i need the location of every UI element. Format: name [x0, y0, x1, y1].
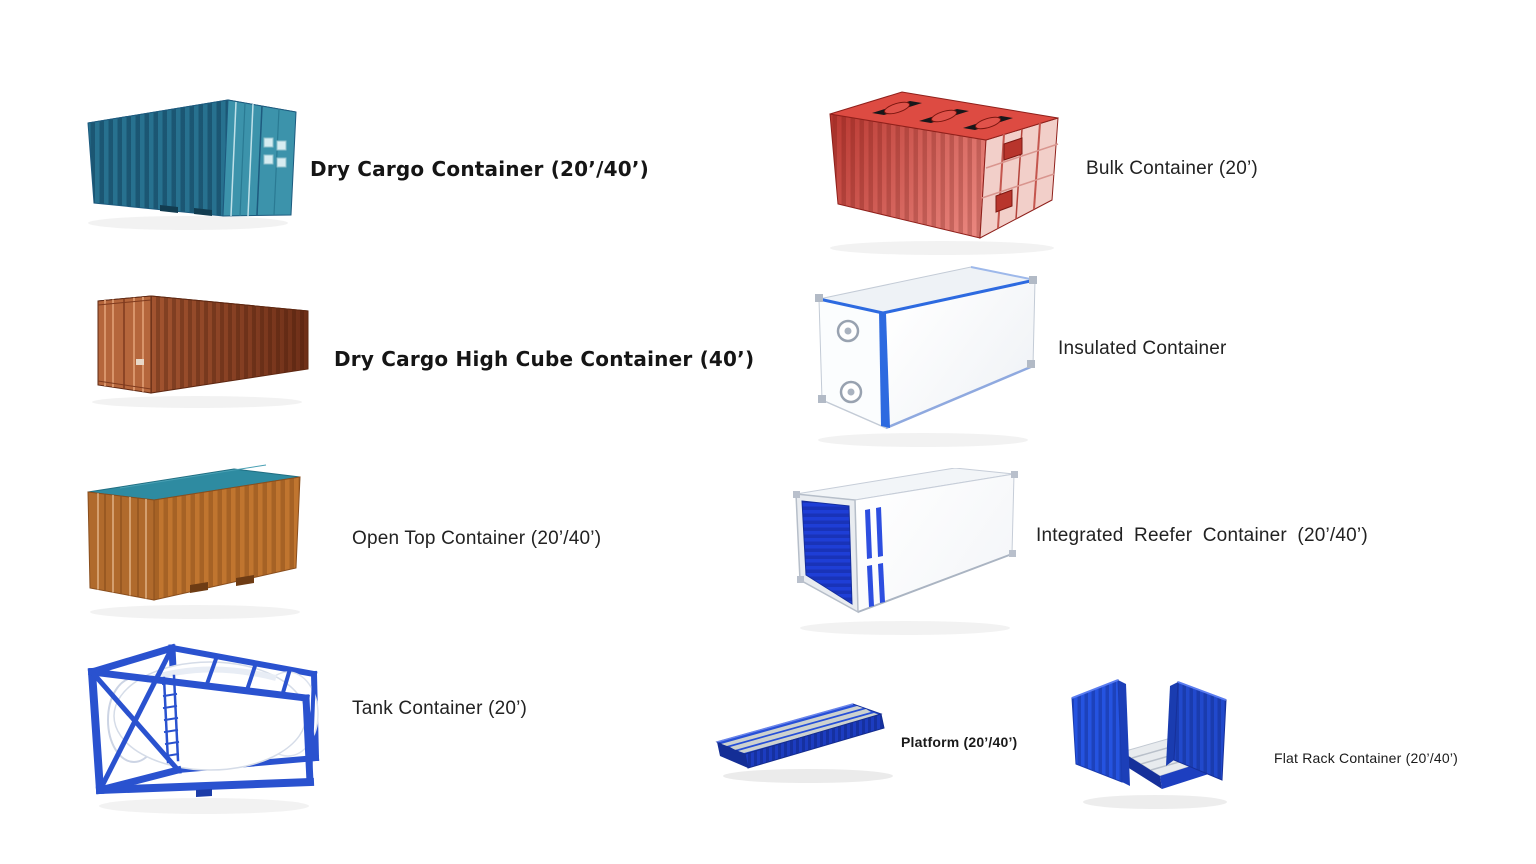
tank-container-image	[87, 643, 320, 814]
bulk-container-label: Bulk Container (20’)	[1086, 158, 1258, 179]
tank-container-label: Tank Container (20’)	[352, 698, 528, 719]
dry-cargo-container-label: Dry Cargo Container (20’/40’)	[310, 157, 649, 181]
insulated-container-image	[815, 266, 1037, 447]
open-top-container-label: Open Top Container (20’/40’)	[352, 528, 602, 549]
integrated-reefer-container-label: Integrated Reefer Container (20’/40’)	[1036, 525, 1368, 546]
flat-rack-container-label: Flat Rack Container (20’/40’)	[1274, 750, 1458, 766]
open-top-container-image	[87, 464, 301, 619]
integrated-reefer-container-image	[793, 468, 1018, 635]
insulated-container-label: Insulated Container	[1058, 338, 1227, 359]
platform-label: Platform (20’/40’)	[901, 734, 1018, 750]
flat-rack-container-image	[1071, 679, 1227, 809]
platform-image	[715, 703, 893, 783]
high-cube-container-image	[92, 295, 309, 408]
bulk-container-image	[829, 91, 1059, 255]
dry-cargo-container-image	[87, 99, 297, 230]
high-cube-container-label: Dry Cargo High Cube Container (40’)	[334, 347, 755, 371]
